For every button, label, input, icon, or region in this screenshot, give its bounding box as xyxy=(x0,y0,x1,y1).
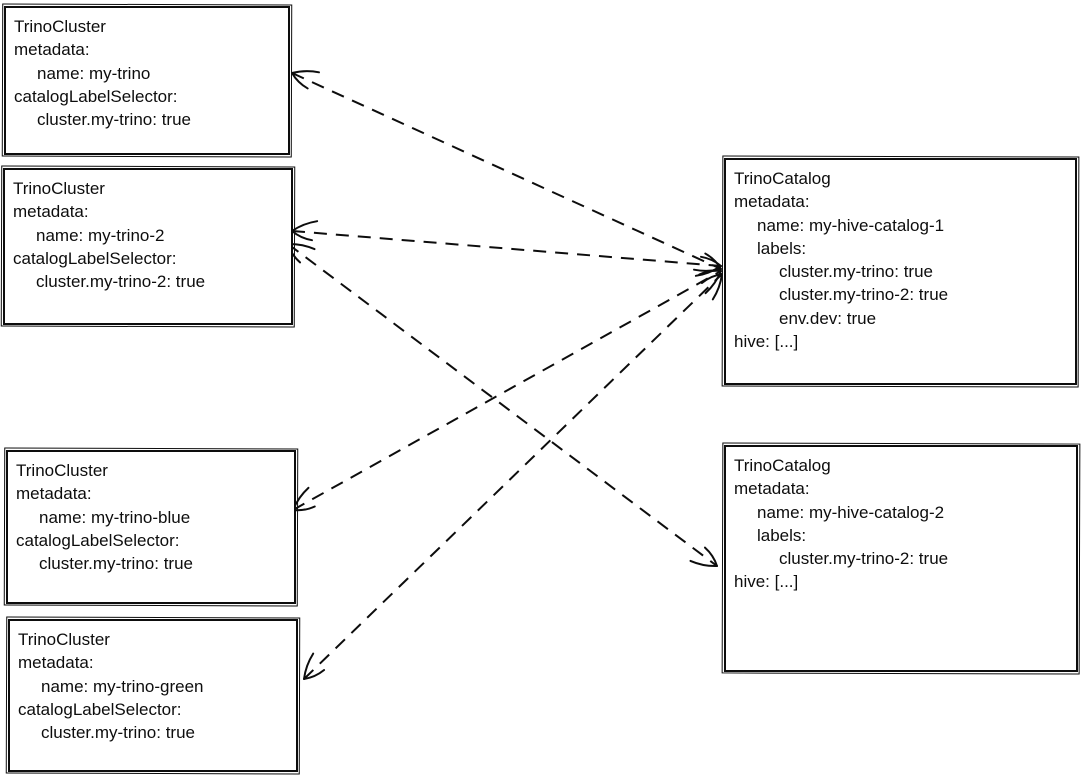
node-text-line: name: my-trino xyxy=(37,63,151,83)
node-text-line: cluster.my-trino: true xyxy=(39,554,193,574)
node-trinocatalog-my-hive-catalog-2: TrinoCatalog metadata: name: my-hive-catal… xyxy=(724,445,1078,672)
arrowhead xyxy=(689,546,718,568)
node-trinocluster-my-trino-green: TrinoCluster metadata: name: my-trino-gree… xyxy=(8,619,298,772)
node-text-line: TrinoCluster xyxy=(18,630,110,649)
arrowhead xyxy=(693,252,722,272)
edge-my-trino-2--catalog-2 xyxy=(287,243,718,567)
node-text-line: cluster.my-trino: true xyxy=(41,723,195,743)
node-text-line: catalogLabelSelector: xyxy=(16,530,180,550)
arrowhead xyxy=(303,652,326,680)
node-text-line: name: my-trino-green xyxy=(41,676,204,696)
node-text-line: cluster.my-trino-2: true xyxy=(779,549,949,569)
arrowhead xyxy=(291,220,319,242)
node-text-line: name: my-hive-catalog-2 xyxy=(757,502,945,522)
arrowhead xyxy=(291,70,320,90)
node-text-line: metadata: xyxy=(18,653,94,673)
node-text-line: catalogLabelSelector: xyxy=(13,248,177,268)
node-text-block: TrinoCluster metadata: name: my-trino-gree… xyxy=(18,628,288,744)
edge-my-trino-green--catalog-1 xyxy=(303,273,723,680)
arrowhead xyxy=(292,486,316,512)
node-text-line: catalogLabelSelector: xyxy=(18,699,182,719)
node-text-block: TrinoCluster metadata: name: my-trino-2 cat… xyxy=(13,177,283,293)
node-text-line: cluster.my-trino-2: true xyxy=(36,272,206,292)
node-text-line: name: my-trino-blue xyxy=(39,507,191,527)
node-text-line: cluster.my-trino: true xyxy=(37,110,191,130)
node-text-line: metadata: xyxy=(13,202,89,222)
node-text-line: cluster.my-trino: true xyxy=(779,262,933,282)
node-text-line: TrinoCluster xyxy=(14,17,106,36)
node-text-line: hive: [...] xyxy=(734,572,799,592)
node-text-line: TrinoCluster xyxy=(13,179,105,198)
edge-my-trino--catalog-1 xyxy=(291,72,722,270)
node-text-line: name: my-trino-2 xyxy=(36,225,165,245)
node-text-line: env.dev: true xyxy=(779,308,877,328)
node-text-line: name: my-hive-catalog-1 xyxy=(757,215,945,235)
node-trinocatalog-my-hive-catalog-1: TrinoCatalog metadata: name: my-hive-catal… xyxy=(724,158,1077,385)
edge-my-trino-2--catalog-1 xyxy=(291,230,722,267)
node-text-line: hive: [...] xyxy=(734,332,799,352)
node-text-line: TrinoCatalog xyxy=(734,169,831,188)
node-text-line: catalogLabelSelector: xyxy=(14,86,178,106)
node-text-line: metadata: xyxy=(734,479,810,499)
node-text-line: labels: xyxy=(757,238,807,258)
node-text-block: TrinoCluster metadata: name: my-trino catal… xyxy=(14,15,280,131)
node-text-line: metadata: xyxy=(734,192,810,212)
node-text-block: TrinoCatalog metadata: name: my-hive-catal… xyxy=(734,167,1067,353)
arrowhead xyxy=(694,255,722,277)
arrowhead xyxy=(698,269,722,295)
arrowhead xyxy=(700,273,723,301)
node-text-line: metadata: xyxy=(14,40,90,60)
node-trinocluster-my-trino-2: TrinoCluster metadata: name: my-trino-2 cat… xyxy=(3,168,293,325)
node-text-line: labels: xyxy=(757,525,807,545)
node-text-line: TrinoCluster xyxy=(16,461,108,480)
node-text-line: metadata: xyxy=(16,484,92,504)
edge-my-trino-blue--catalog-1 xyxy=(292,270,722,511)
node-text-line: cluster.my-trino-2: true xyxy=(779,285,949,305)
node-text-block: TrinoCluster metadata: name: my-trino-blue… xyxy=(16,459,286,575)
node-trinocluster-my-trino-blue: TrinoCluster metadata: name: my-trino-blue… xyxy=(6,450,296,604)
node-trinocluster-my-trino: TrinoCluster metadata: name: my-trino catal… xyxy=(4,6,290,155)
node-text-line: TrinoCatalog xyxy=(734,456,831,475)
node-text-block: TrinoCatalog metadata: name: my-hive-catal… xyxy=(734,454,1068,594)
